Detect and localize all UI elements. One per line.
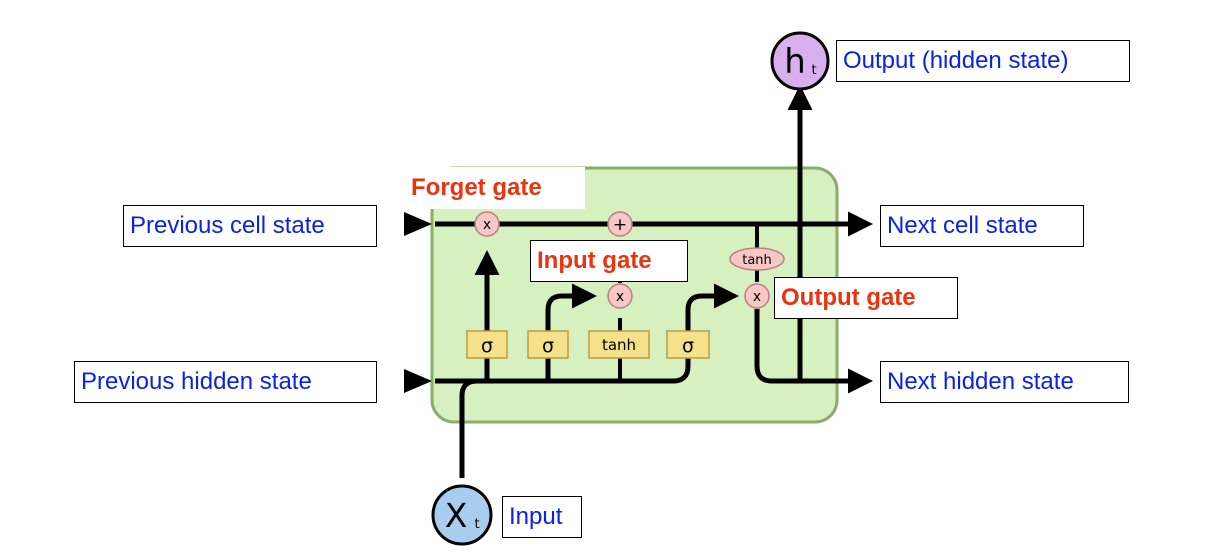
cell-tanh-op: tanh [729, 247, 785, 271]
previous-hidden-state-label: Previous hidden state [74, 361, 377, 403]
input-label: Input [502, 496, 582, 538]
input-node: X t [431, 484, 493, 546]
sigma-output-symbol: σ [682, 335, 694, 357]
tanh-candidate-layer: tanh [588, 330, 650, 359]
cell-state-input-arrow [404, 212, 432, 236]
input-node-main: X [445, 496, 468, 535]
input-multiply-symbol: x [616, 289, 624, 305]
hidden-output-node: h t [770, 31, 830, 91]
sigma-forget-symbol: σ [481, 335, 493, 357]
sigma-output-layer: σ [666, 330, 710, 359]
sigma-input-layer: σ [527, 330, 569, 359]
tanh-candidate-label: tanh [602, 336, 636, 354]
output-gate-label: Output gate [774, 277, 958, 319]
forget-multiply-symbol: x [483, 217, 491, 233]
cell-add-symbol: + [613, 215, 627, 235]
forget-gate-label: Forget gate [405, 167, 585, 209]
sigma-forget-layer: σ [466, 330, 508, 359]
previous-cell-state-label: Previous cell state [123, 205, 377, 247]
forget-multiply-op: x [474, 211, 500, 237]
output-multiply-op: x [744, 283, 770, 309]
sigma-input-symbol: σ [542, 335, 554, 357]
input-multiply-op: x [607, 283, 633, 309]
input-node-sub: t [474, 517, 479, 532]
cell-add-op: + [607, 211, 633, 237]
hidden-output-sub: t [811, 63, 816, 78]
hidden-state-input-arrow [404, 369, 432, 393]
input-gate-label: Input gate [530, 240, 688, 282]
cell-tanh-label: tanh [742, 253, 772, 268]
next-hidden-state-label: Next hidden state [880, 361, 1129, 403]
next-cell-state-label: Next cell state [880, 205, 1084, 247]
output-multiply-symbol: x [753, 289, 761, 305]
hidden-output-main: h [784, 42, 806, 82]
output-hidden-state-label: Output (hidden state) [836, 40, 1130, 82]
